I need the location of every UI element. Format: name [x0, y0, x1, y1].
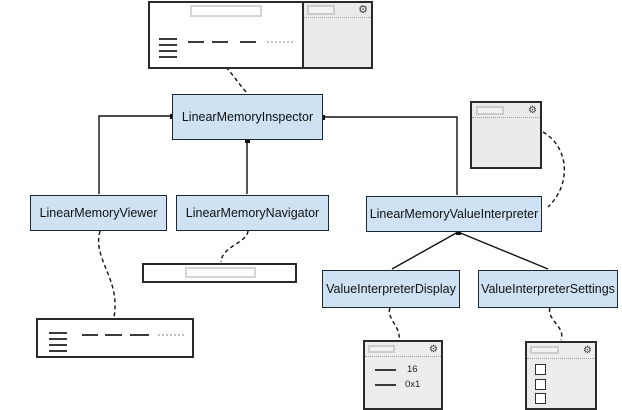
pane-separator [365, 356, 441, 357]
gear-icon: ⚙ [528, 105, 537, 116]
memory-rows-icon [49, 332, 67, 356]
memory-byte-dash [188, 41, 204, 43]
node-linear-memory-inspector: LinearMemoryInspector [172, 94, 323, 140]
node-value-interpreter-display: ValueInterpreterDisplay [322, 270, 460, 308]
memory-rows-icon [159, 38, 177, 62]
value-dash [375, 384, 396, 386]
memory-ascii-dots [158, 334, 184, 336]
node-linear-memory-value-interpreter: LinearMemoryValueInterpreter [366, 196, 542, 232]
memory-byte-dash [105, 334, 122, 336]
edge-graywindow-interpreter [542, 131, 566, 208]
interpreter-window-mockup: ⚙ [470, 101, 542, 169]
gear-icon: ⚙ [429, 344, 438, 355]
edge-display-mockup [388, 307, 400, 340]
node-label: ValueInterpreterSettings [481, 282, 615, 296]
display-window-mockup: ⚙ 16 0x1 [363, 340, 443, 410]
node-label: LinearMemoryInspector [181, 110, 314, 124]
side-pane-input-mockup [307, 5, 335, 15]
value-text: 16 [407, 364, 418, 375]
node-label: LinearMemoryViewer [39, 206, 158, 220]
value-text: 0x1 [405, 379, 421, 390]
inspector-window-mockup: ⚙ [148, 1, 373, 69]
memory-byte-dash [130, 334, 149, 336]
edge-inspector-interpreter [323, 116, 458, 195]
memory-byte-dash [212, 41, 228, 43]
edge-interpreter-display [391, 231, 459, 270]
edge-viewer-mockup [97, 230, 116, 318]
memory-byte-dash [82, 334, 98, 336]
node-value-interpreter-settings: ValueInterpreterSettings [478, 270, 618, 308]
pane-separator [472, 117, 540, 118]
node-linear-memory-navigator: LinearMemoryNavigator [176, 195, 329, 231]
edge-navigator-mockup [220, 230, 249, 263]
display-input-mockup [368, 345, 395, 353]
navigator-input-mockup [185, 267, 256, 278]
gear-icon: ⚙ [358, 4, 368, 16]
inspector-window-viewer-pane [150, 3, 302, 67]
settings-window-mockup: ⚙ [525, 341, 597, 410]
edge-settings-mockup [548, 307, 563, 341]
inspector-window-side-pane: ⚙ [302, 3, 371, 67]
pane-separator [527, 358, 595, 359]
memory-byte-dash [240, 41, 256, 43]
memory-ascii-dots [267, 41, 293, 43]
node-label: LinearMemoryNavigator [185, 206, 320, 220]
edge-inspector-viewer [98, 115, 172, 194]
node-linear-memory-viewer: LinearMemoryViewer [30, 195, 167, 231]
pane-separator [304, 17, 371, 18]
viewer-mockup [36, 318, 194, 358]
node-label: ValueInterpreterDisplay [326, 282, 456, 296]
gear-icon: ⚙ [583, 345, 592, 356]
edge-interpreter-settings [457, 231, 549, 270]
checkbox [535, 364, 546, 375]
edge-topwindow-inspector [225, 66, 248, 94]
checkbox [535, 379, 546, 390]
navigator-bar-mockup [142, 263, 297, 283]
checkbox [535, 393, 546, 404]
value-dash [375, 369, 396, 371]
interpreter-input-mockup [476, 106, 504, 115]
settings-input-mockup [530, 346, 559, 354]
address-input-mockup [190, 5, 262, 17]
node-label: LinearMemoryValueInterpreter [369, 207, 539, 221]
